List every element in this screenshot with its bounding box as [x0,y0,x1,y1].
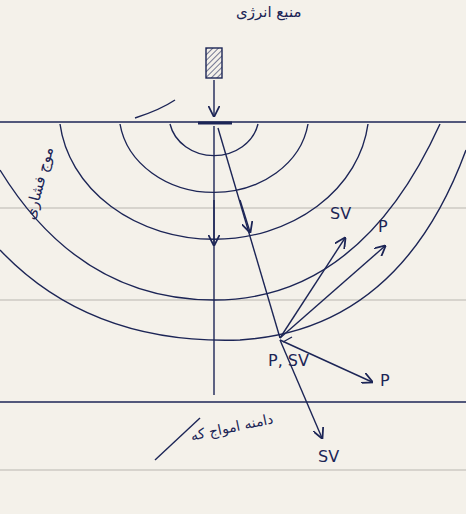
ink-drawing [0,48,466,460]
source-box [206,48,222,78]
wave-symbol: P [380,372,390,390]
source-point [198,122,232,125]
wave-symbol: SV [330,205,351,223]
wave-label: موج فشاری [22,145,57,221]
wavefronts [0,124,466,340]
oblique-ray [218,128,280,338]
source-arrow [213,80,214,116]
source-label: منبع انرژی [236,4,301,21]
interface-line [0,401,466,403]
reflected-sv [280,238,345,338]
vertical-ray [213,126,214,395]
ground-surface [0,121,466,123]
note-text: دامنه امواج که [189,411,274,444]
wave-symbol: SV [318,448,339,466]
wave-symbol: P, SV [268,352,309,370]
wave-symbol: P [378,218,388,236]
reflected-p [280,246,385,338]
pen-stroke [135,100,175,118]
ruled-lines [0,208,466,470]
